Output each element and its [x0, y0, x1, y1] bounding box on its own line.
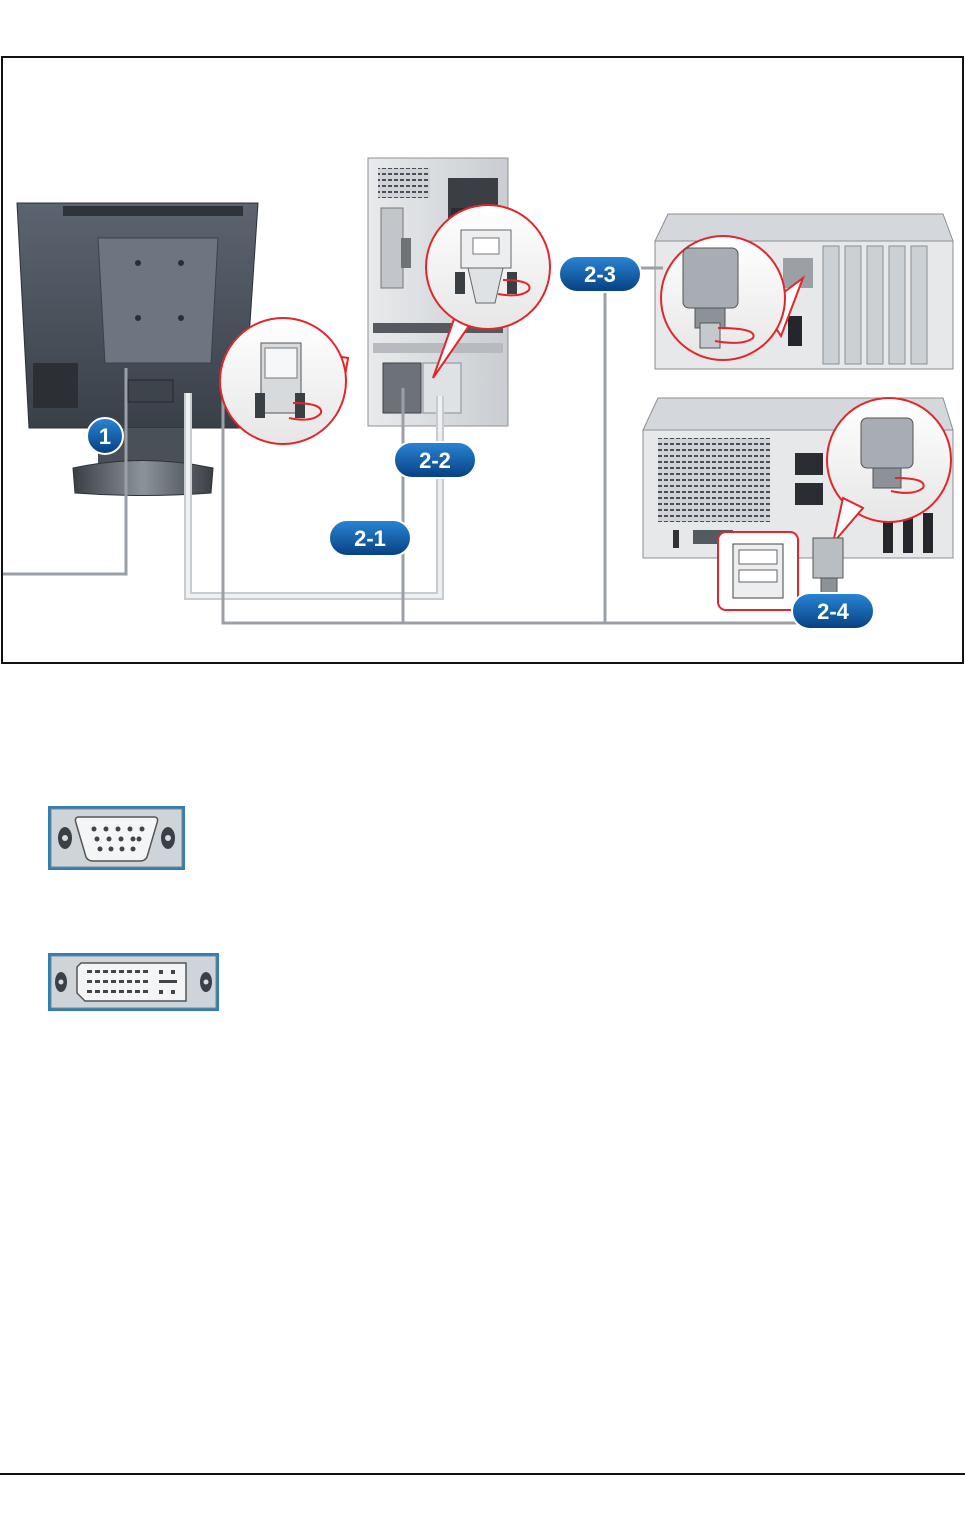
callout-2-4: 2-4	[792, 593, 874, 629]
connection-diagram: 1 2-1 2-2 2-3 2-4	[1, 56, 964, 664]
callout-2-2: 2-2	[394, 442, 476, 478]
callout-1: 1	[87, 418, 123, 454]
callout-2-1: 2-1	[329, 520, 411, 556]
monitor-port-zoom-bubble	[220, 318, 348, 444]
svg-text:2-1: 2-1	[354, 526, 386, 551]
svg-text:1: 1	[99, 424, 111, 449]
svg-text:2-3: 2-3	[584, 262, 616, 287]
dvi-connector-icon	[47, 952, 220, 1012]
callout-2-3: 2-3	[559, 256, 641, 292]
vga-connector-icon	[47, 805, 186, 871]
svg-text:2-2: 2-2	[419, 448, 451, 473]
footer-divider	[0, 1473, 965, 1475]
svg-text:2-4: 2-4	[817, 599, 850, 624]
